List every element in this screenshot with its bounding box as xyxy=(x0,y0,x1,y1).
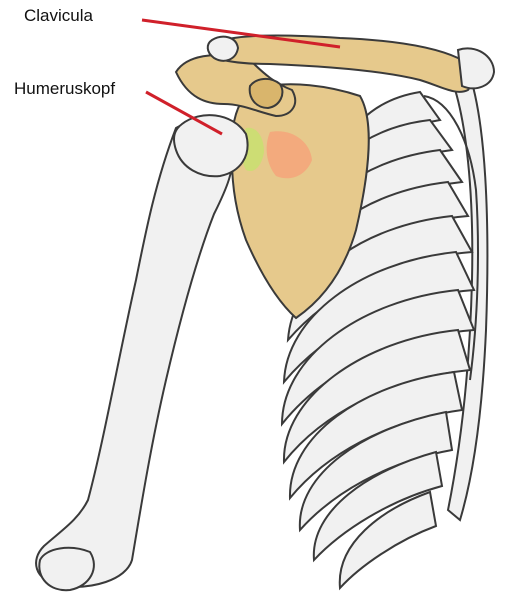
acromioclavicular-joint xyxy=(208,37,238,61)
label-humeruskopf: Humeruskopf xyxy=(14,80,115,97)
humerus-shaft xyxy=(36,122,233,587)
humerus xyxy=(36,115,247,590)
label-clavicula: Clavicula xyxy=(24,7,93,24)
humerus-condyle xyxy=(39,548,94,590)
sternal-end xyxy=(458,48,494,88)
coracoid-process xyxy=(250,79,283,108)
